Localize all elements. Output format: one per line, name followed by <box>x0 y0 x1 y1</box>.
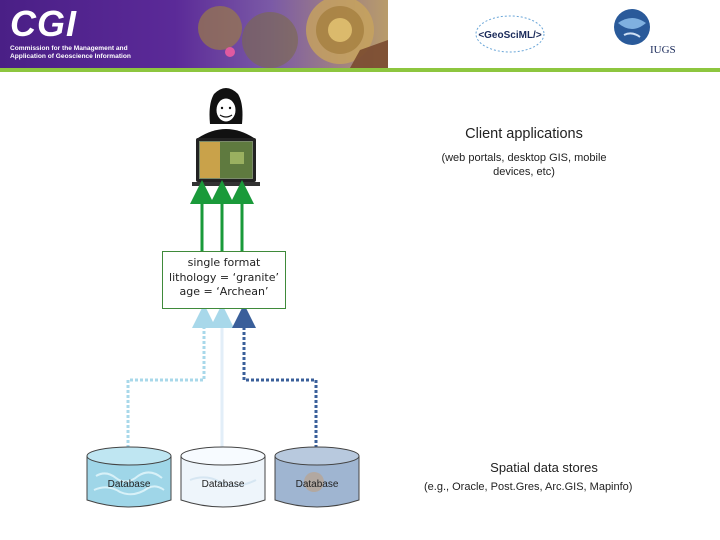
cgi-subtitle-line2: Application of Geoscience Information <box>10 53 131 60</box>
client-subtitle-line1: (web portals, desktop GIS, mobile <box>441 152 607 164</box>
client-subtitle-line2: devices, etc) <box>493 166 555 178</box>
iugs-logo: IUGS <box>614 9 676 56</box>
database-cylinder-1: Database <box>86 446 172 510</box>
database-cylinder-3: Database <box>274 446 360 510</box>
cgi-logo: CGI <box>10 3 78 44</box>
format-line-3: age = ‘Archean’ <box>179 285 269 298</box>
banner-decoration-image <box>198 0 388 68</box>
database-icon <box>274 446 360 508</box>
spatial-data-stores-title: Spatial data stores <box>490 460 598 475</box>
cgi-subtitle-line1: Commission for the Management and <box>10 45 128 52</box>
client-applications-subtitle: (web portals, desktop GIS, mobile device… <box>424 151 624 179</box>
banner-divider <box>0 68 720 72</box>
database-icon <box>180 446 266 508</box>
geosciml-logo: <GeoSciML/> <box>475 15 545 53</box>
iugs-logo-text: IUGS <box>650 44 676 56</box>
geosciml-logo-text: <GeoSciML/> <box>478 30 542 41</box>
database-label-2: Database <box>201 479 245 490</box>
database-label-3: Database <box>295 479 339 490</box>
cgi-banner: CGI Commission for the Management and Ap… <box>0 0 388 68</box>
partner-logos-area <box>388 0 720 68</box>
spatial-data-stores-subtitle: (e.g., Oracle, Post.Gres, Arc.GIS, Mapin… <box>424 481 633 493</box>
database-icon <box>86 446 172 508</box>
database-cylinder-2: Database <box>180 446 266 510</box>
arrow-from-database-1 <box>126 304 216 448</box>
client-applications-title: Client applications <box>465 126 583 142</box>
format-line-1: single format <box>187 256 261 269</box>
format-line-2: lithology = ‘granite’ <box>169 270 279 284</box>
arrow-from-database-3 <box>232 304 318 448</box>
cgi-logo-subtitle: Commission for the Management and Applic… <box>10 45 131 61</box>
single-format-box: single format lithology = ‘granite’ age … <box>162 251 286 309</box>
database-label-1: Database <box>107 479 151 490</box>
